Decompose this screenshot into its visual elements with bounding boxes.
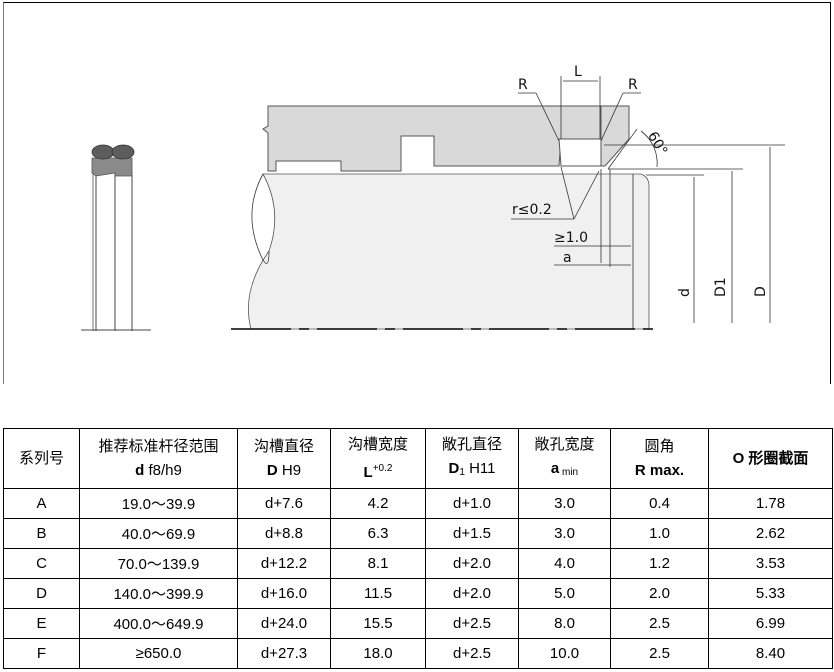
label-L: L	[574, 64, 582, 80]
groove-cavity	[558, 138, 604, 167]
label-r: r≤0.2	[512, 202, 552, 218]
label-a: a	[563, 250, 572, 266]
header-oring-section: O 形圈截面	[708, 428, 833, 489]
shaft-shape	[248, 173, 650, 330]
label-D1: D1	[713, 277, 729, 297]
label-min-1: ≥1.0	[554, 230, 588, 246]
label-angle: 60°	[644, 129, 670, 159]
label-d: d	[677, 288, 693, 297]
label-R-right: R	[628, 77, 638, 93]
housing-shape	[262, 105, 606, 172]
header-series: 系列号	[3, 428, 80, 489]
o-ring-right	[111, 144, 135, 160]
seal-ring-shape	[91, 157, 133, 177]
label-D: D	[753, 286, 769, 297]
groove-drawing-svg: L R R 60° d D1 D r≤0.2 ≥1.0 a	[81, 64, 785, 331]
o-ring-left	[91, 144, 115, 160]
seal-section	[81, 144, 151, 331]
technical-drawing: L R R 60° d D1 D r≤0.2 ≥1.0 a	[3, 2, 831, 384]
label-R-left: R	[518, 77, 528, 93]
